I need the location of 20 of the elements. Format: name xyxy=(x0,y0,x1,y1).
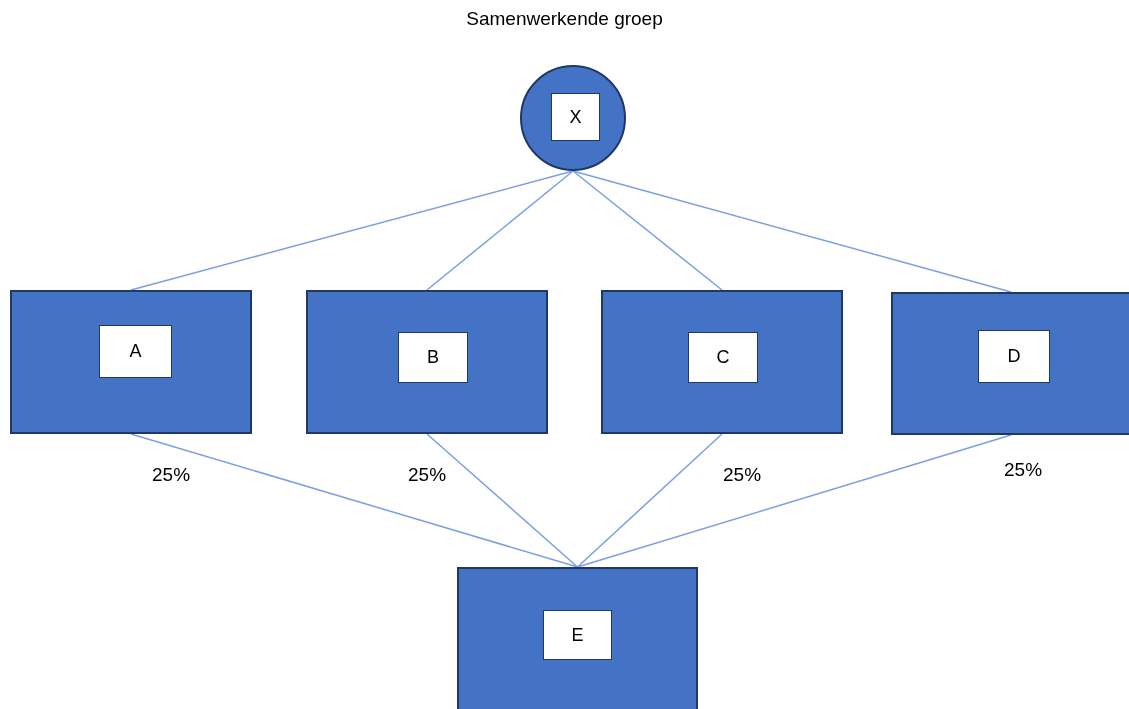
connector-line xyxy=(572,170,1012,293)
entity-label: E xyxy=(543,610,612,660)
entity-box xyxy=(457,567,698,709)
entity-box xyxy=(306,290,548,434)
connector-line xyxy=(130,170,574,291)
diagram-title: Samenwerkende groep xyxy=(465,8,664,30)
entity-box xyxy=(891,292,1129,435)
connector-line xyxy=(426,433,579,568)
connector-line xyxy=(572,170,723,291)
entity-box xyxy=(10,290,252,434)
entity-label: A xyxy=(99,325,172,378)
connector-line xyxy=(426,170,574,291)
entity-label: B xyxy=(398,332,468,383)
connector-line xyxy=(576,434,1012,568)
entity-label: C xyxy=(688,332,758,383)
entity-box xyxy=(601,290,843,434)
connector-line xyxy=(130,433,579,568)
entity-label: D xyxy=(978,330,1050,383)
connector-line xyxy=(576,433,723,568)
entity-label: X xyxy=(551,93,600,141)
